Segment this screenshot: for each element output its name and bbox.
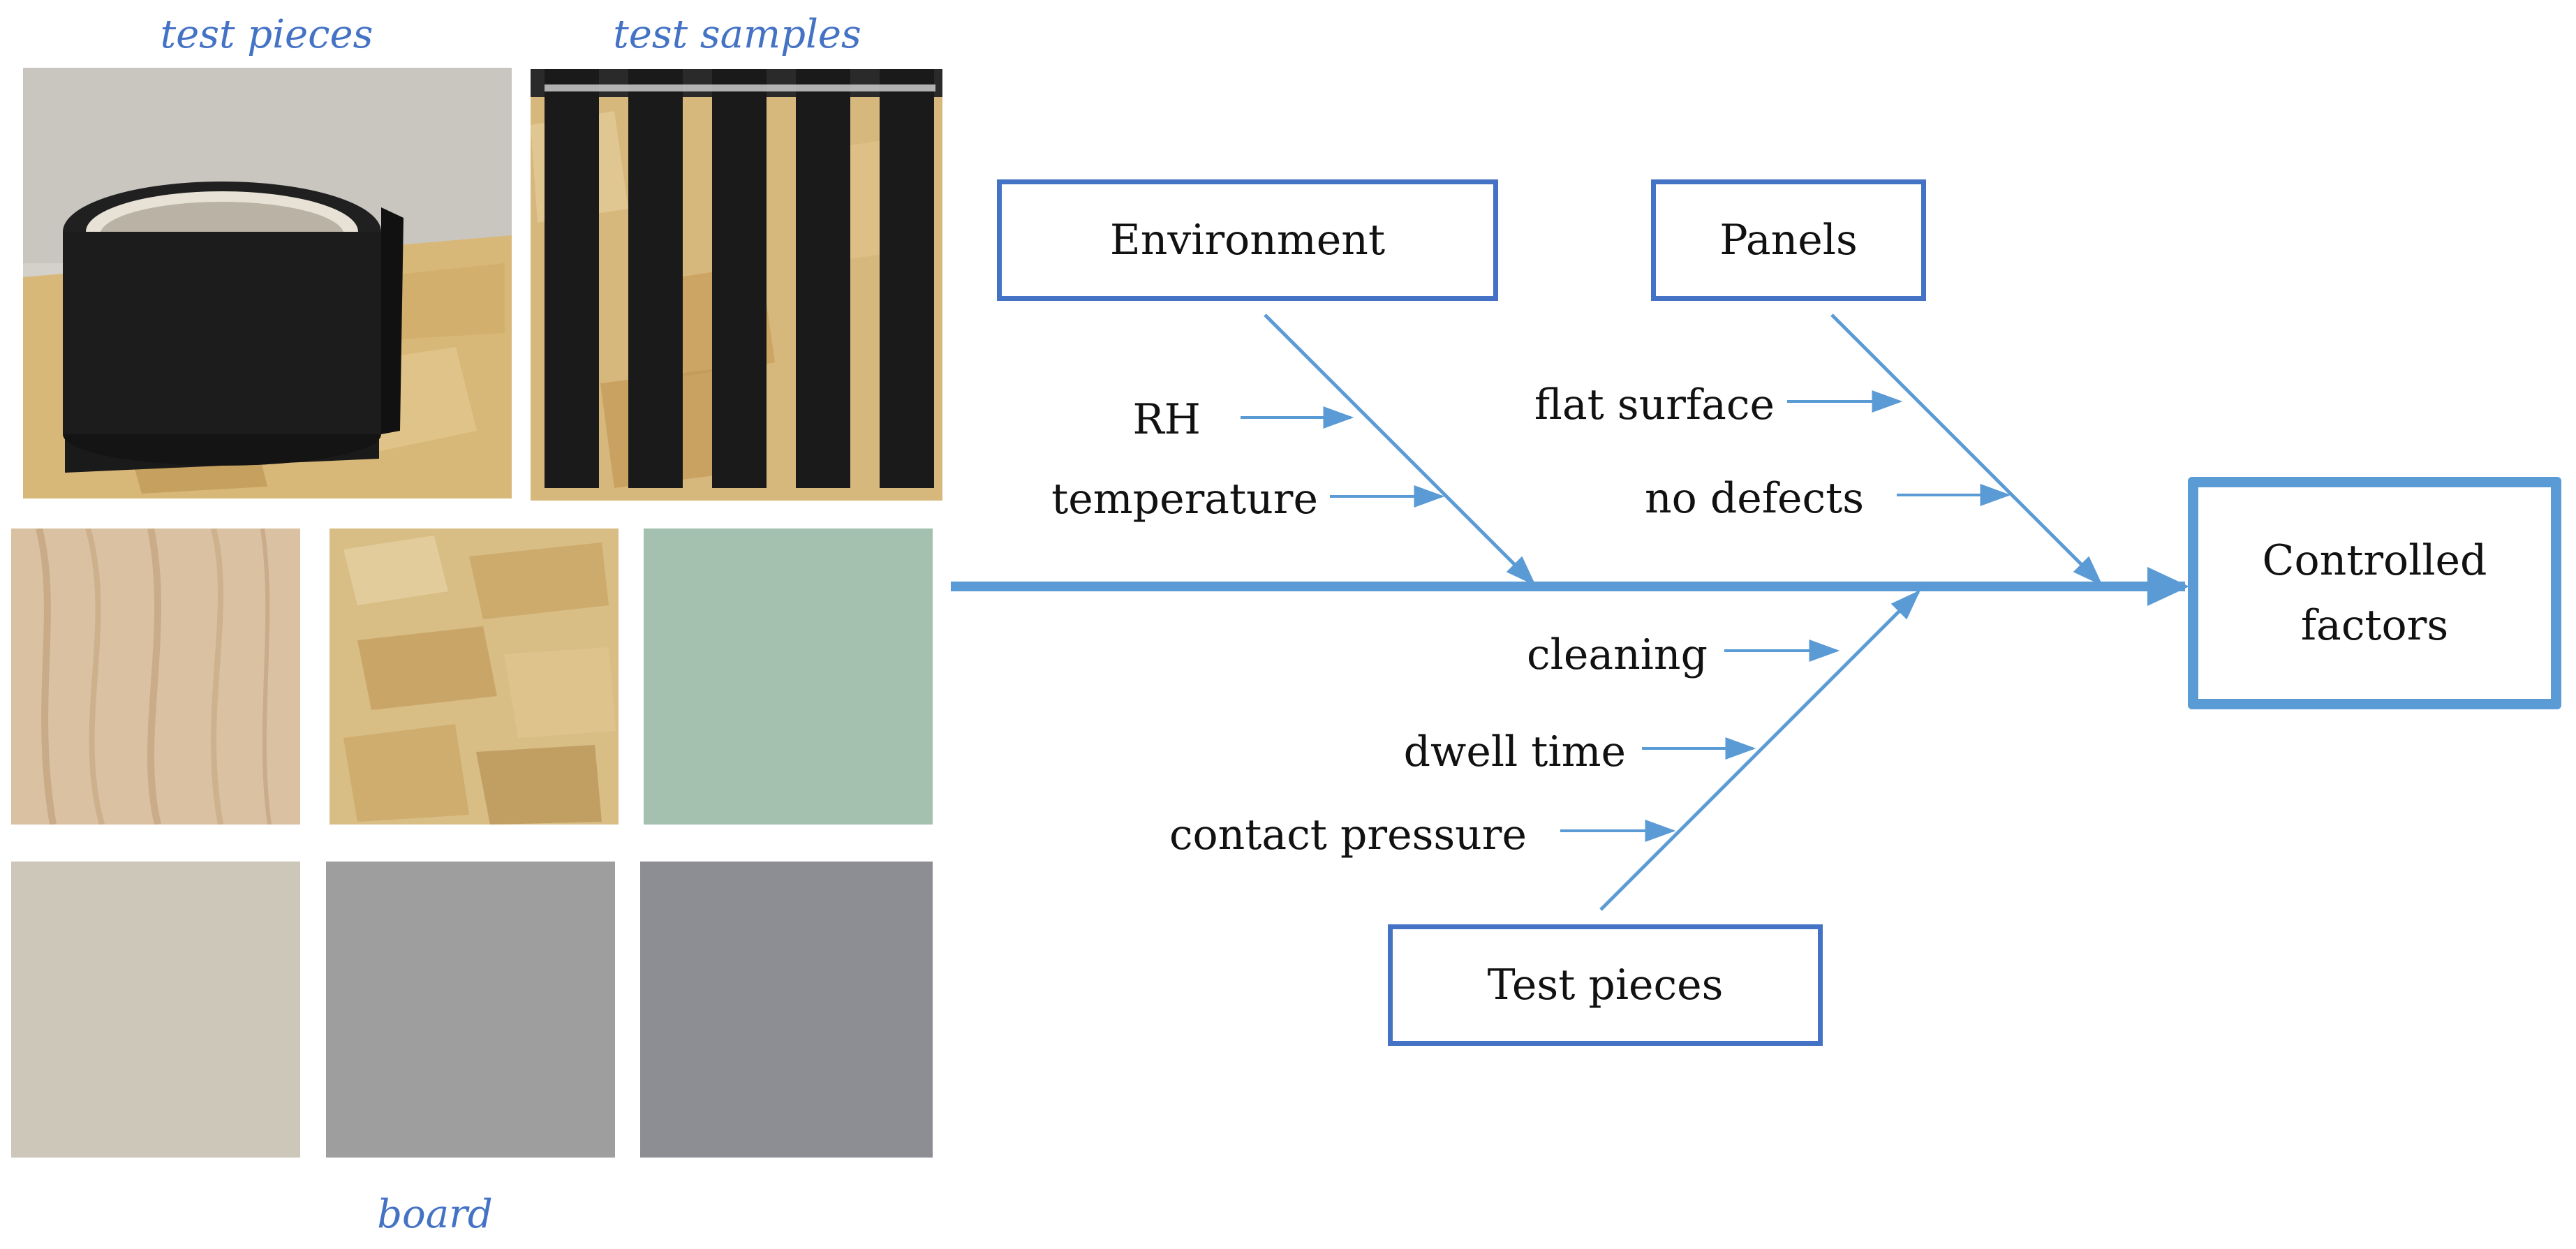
cause-label-no-defects: no defects: [1645, 474, 1864, 523]
caption-test-pieces: test pieces: [160, 12, 373, 57]
cause-label-contact-pressure: contact pressure: [1169, 811, 1527, 859]
effect-box-controlled-factors: Controlled factors: [2188, 477, 2561, 709]
category-box-panels: Panels: [1651, 179, 1926, 301]
bone-panels: [1830, 313, 2103, 586]
caption-test-samples: test samples: [613, 12, 861, 57]
effect-line-2: factors: [2300, 600, 2449, 650]
cause-label-temperature: temperature: [1051, 475, 1318, 524]
effect-line-1: Controlled: [2262, 535, 2487, 585]
category-box-environment: Environment: [997, 179, 1498, 301]
board-sample-osb: [330, 529, 619, 825]
tape-roll-photo: [23, 68, 512, 498]
cause-label-flat-surface: flat surface: [1534, 380, 1775, 429]
board-sample-dark-grey: [640, 862, 933, 1158]
category-box-test-pieces: Test pieces: [1388, 924, 1823, 1046]
caption-board: board: [377, 1192, 493, 1237]
cause-label-cleaning: cleaning: [1527, 630, 1708, 679]
board-sample-plywood: [11, 529, 300, 825]
cause-label-rh: RH: [1132, 395, 1201, 444]
board-sample-grey: [326, 862, 615, 1158]
tape-strips-photo: [531, 69, 942, 501]
board-sample-green: [644, 529, 933, 825]
board-sample-beige: [11, 862, 300, 1158]
cause-label-dwell-time: dwell time: [1403, 727, 1626, 776]
bone-environment: [1264, 313, 1537, 586]
bone-test-pieces: [1599, 589, 1921, 911]
